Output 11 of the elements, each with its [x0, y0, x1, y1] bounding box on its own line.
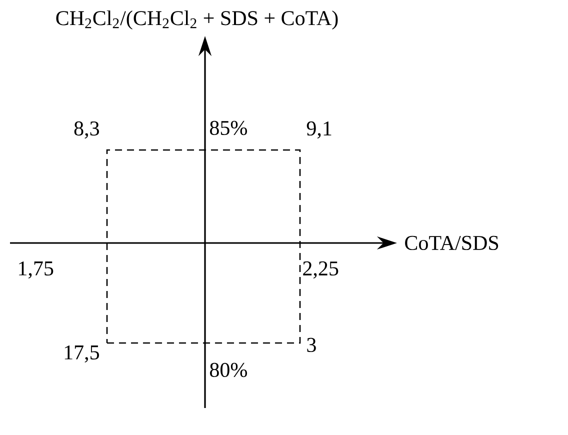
value-label: 3 — [305, 336, 318, 354]
value-label: 8,3 — [72, 120, 101, 140]
value-label: 1,75 — [16, 260, 55, 280]
value-label: 2,25 — [301, 260, 340, 280]
value-label: 9,1 — [305, 120, 334, 140]
value-label: 17,5 — [62, 344, 101, 364]
value-label: 85% — [208, 120, 249, 136]
axis-title: CH$_{2}$Cl$_{2}$/(CH$_{2}$Cl$_{2}$ + SDS + CoTA) — [54, 9, 340, 31]
value-label: 80% — [208, 362, 249, 378]
dashed-square — [106, 149, 301, 344]
axis-title: CoTA/SDS — [403, 234, 500, 252]
